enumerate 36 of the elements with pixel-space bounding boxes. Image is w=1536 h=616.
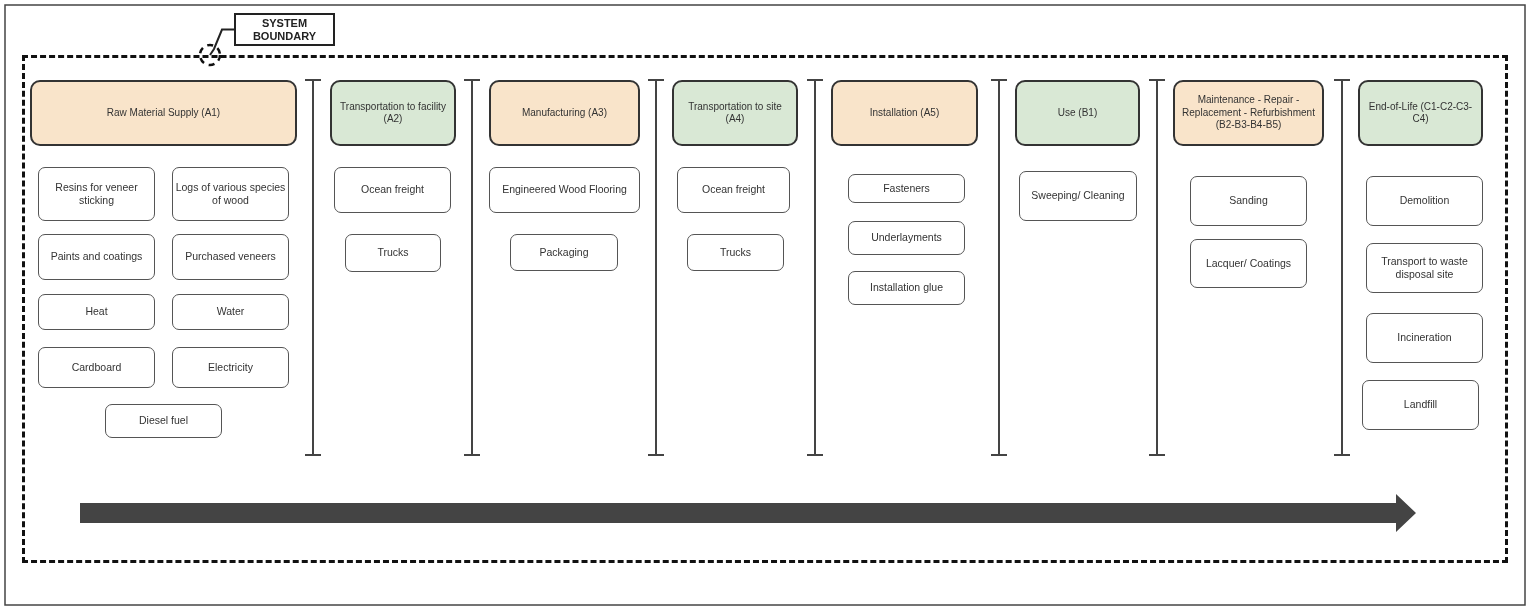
stage-header: End-of-Life (C1-C2-C3-C4) bbox=[1358, 80, 1483, 146]
item-box: Ocean freight bbox=[677, 167, 790, 213]
system-boundary bbox=[22, 55, 1508, 563]
callout-label: SYSTEM BOUNDARY bbox=[234, 13, 335, 46]
item-box: Landfill bbox=[1362, 380, 1479, 430]
item-box: Paints and coatings bbox=[38, 234, 155, 280]
item-box: Packaging bbox=[510, 234, 618, 271]
stage-header: Raw Material Supply (A1) bbox=[30, 80, 297, 146]
item-box: Water bbox=[172, 294, 289, 330]
leader-line bbox=[198, 28, 235, 67]
item-box: Sanding bbox=[1190, 176, 1307, 226]
item-box: Fasteners bbox=[848, 174, 965, 203]
item-box: Resins for veneer sticking bbox=[38, 167, 155, 221]
item-box: Trucks bbox=[687, 234, 784, 271]
item-box: Transport to waste disposal site bbox=[1366, 243, 1483, 293]
item-box: Electricity bbox=[172, 347, 289, 388]
item-box: Underlayments bbox=[848, 221, 965, 255]
stage-header: Use (B1) bbox=[1015, 80, 1140, 146]
stage-header: Installation (A5) bbox=[831, 80, 978, 146]
item-box: Lacquer/ Coatings bbox=[1190, 239, 1307, 288]
item-box: Installation glue bbox=[848, 271, 965, 305]
stage-header: Manufacturing (A3) bbox=[489, 80, 640, 146]
item-box: Cardboard bbox=[38, 347, 155, 388]
item-box: Logs of various species of wood bbox=[172, 167, 289, 221]
item-box: Trucks bbox=[345, 234, 441, 272]
stage-header: Maintenance - Repair - Replacement - Refurbishment (B2-B3-B4-B5) bbox=[1173, 80, 1324, 146]
item-box: Sweeping/ Cleaning bbox=[1019, 171, 1137, 221]
stage-header: Transportation to facility (A2) bbox=[330, 80, 456, 146]
item-box: Diesel fuel bbox=[105, 404, 222, 438]
item-box: Demolition bbox=[1366, 176, 1483, 226]
item-box: Heat bbox=[38, 294, 155, 330]
item-box: Engineered Wood Flooring bbox=[489, 167, 640, 213]
item-box: Purchased veneers bbox=[172, 234, 289, 280]
stage-header: Transportation to site (A4) bbox=[672, 80, 798, 146]
item-box: Incineration bbox=[1366, 313, 1483, 363]
item-box: Ocean freight bbox=[334, 167, 451, 213]
